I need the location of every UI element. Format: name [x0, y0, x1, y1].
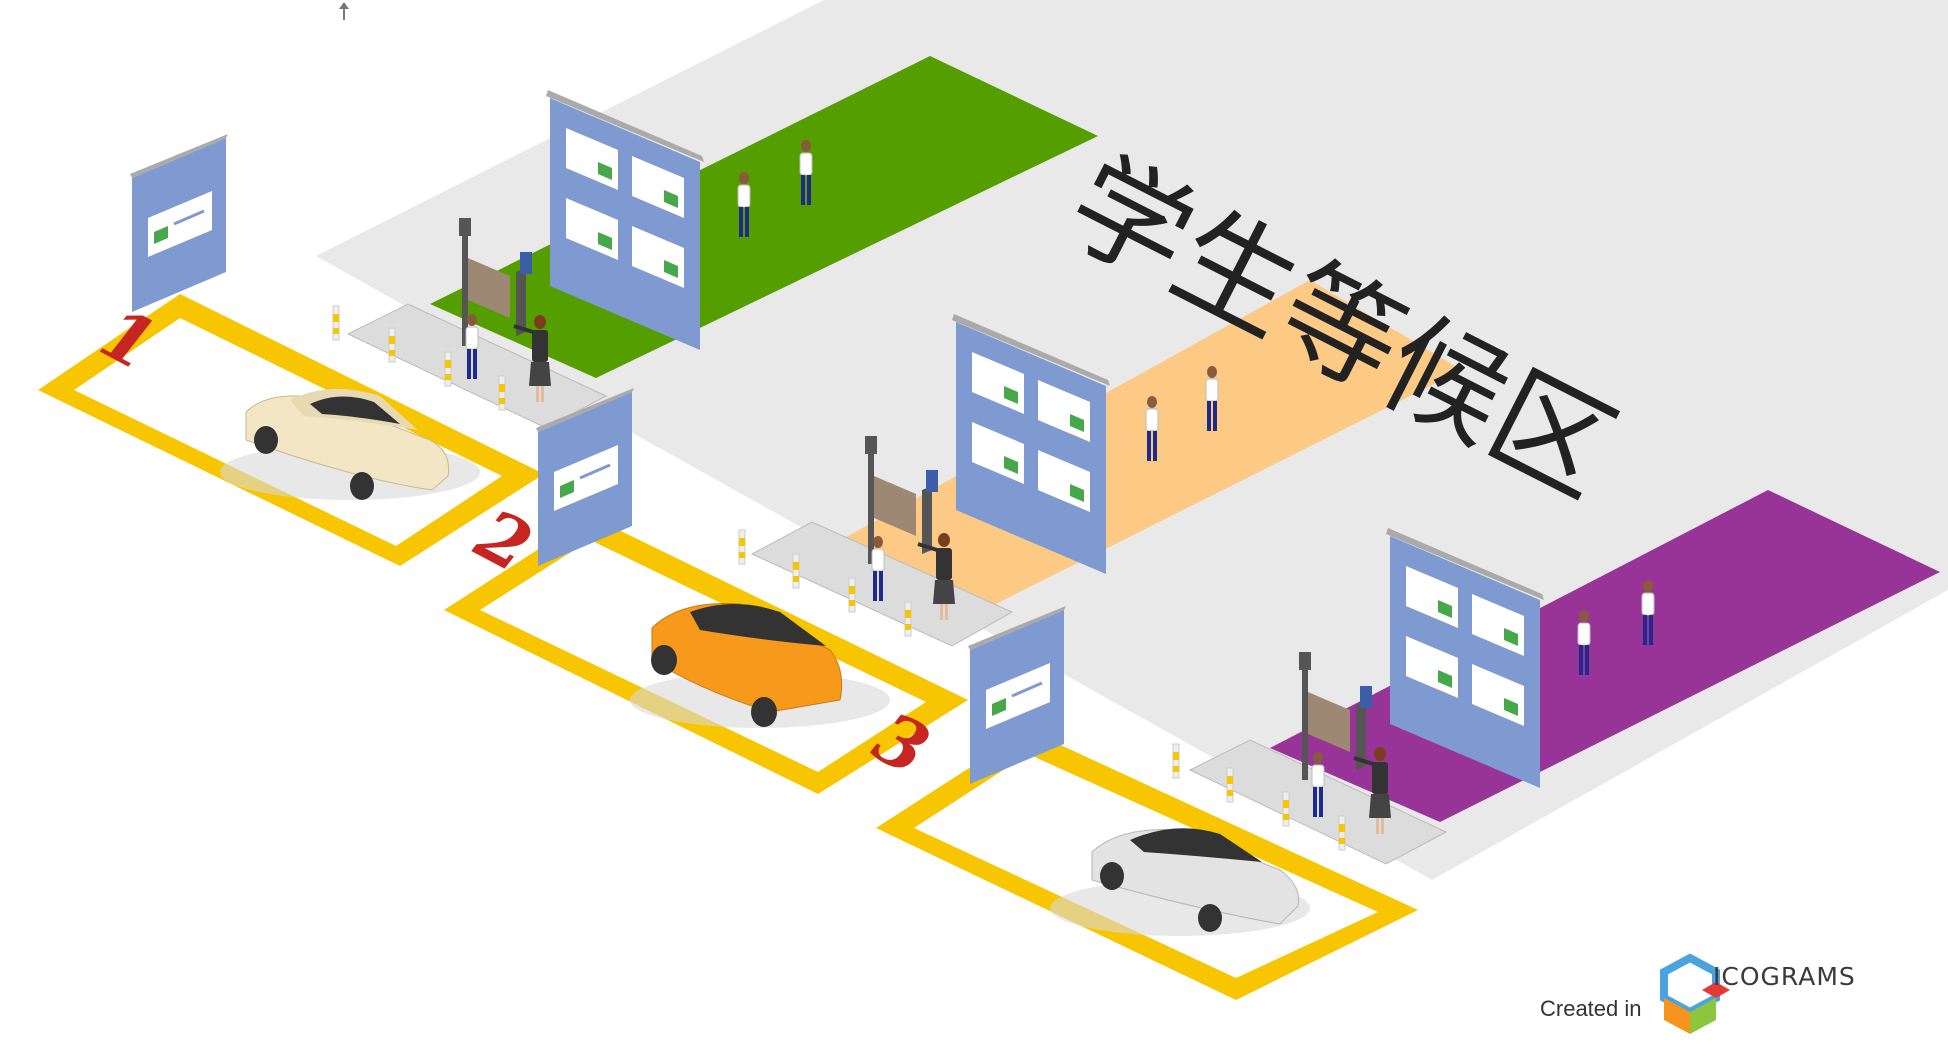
car-1-beige	[220, 388, 480, 500]
board-small-1	[128, 132, 230, 314]
zone-orange	[830, 280, 1462, 616]
bollard	[1282, 791, 1290, 827]
bollard	[1172, 743, 1180, 779]
created-in-label: Created in	[1540, 996, 1642, 1021]
car-2-orange	[630, 603, 890, 728]
arrow-up-icon	[339, 2, 349, 20]
brand-name: ICOGRAMS	[1713, 962, 1856, 991]
bollard	[904, 601, 912, 637]
bollard	[792, 553, 800, 589]
bollard	[388, 327, 396, 363]
bollard	[444, 351, 452, 387]
bollard	[498, 375, 506, 411]
bollard	[1338, 815, 1346, 851]
bollard	[332, 305, 340, 341]
car-3-silver	[1050, 828, 1310, 936]
icograms-logo	[1660, 953, 1730, 1034]
bollard	[1226, 767, 1234, 803]
bollard	[738, 529, 746, 565]
bollard	[848, 577, 856, 613]
